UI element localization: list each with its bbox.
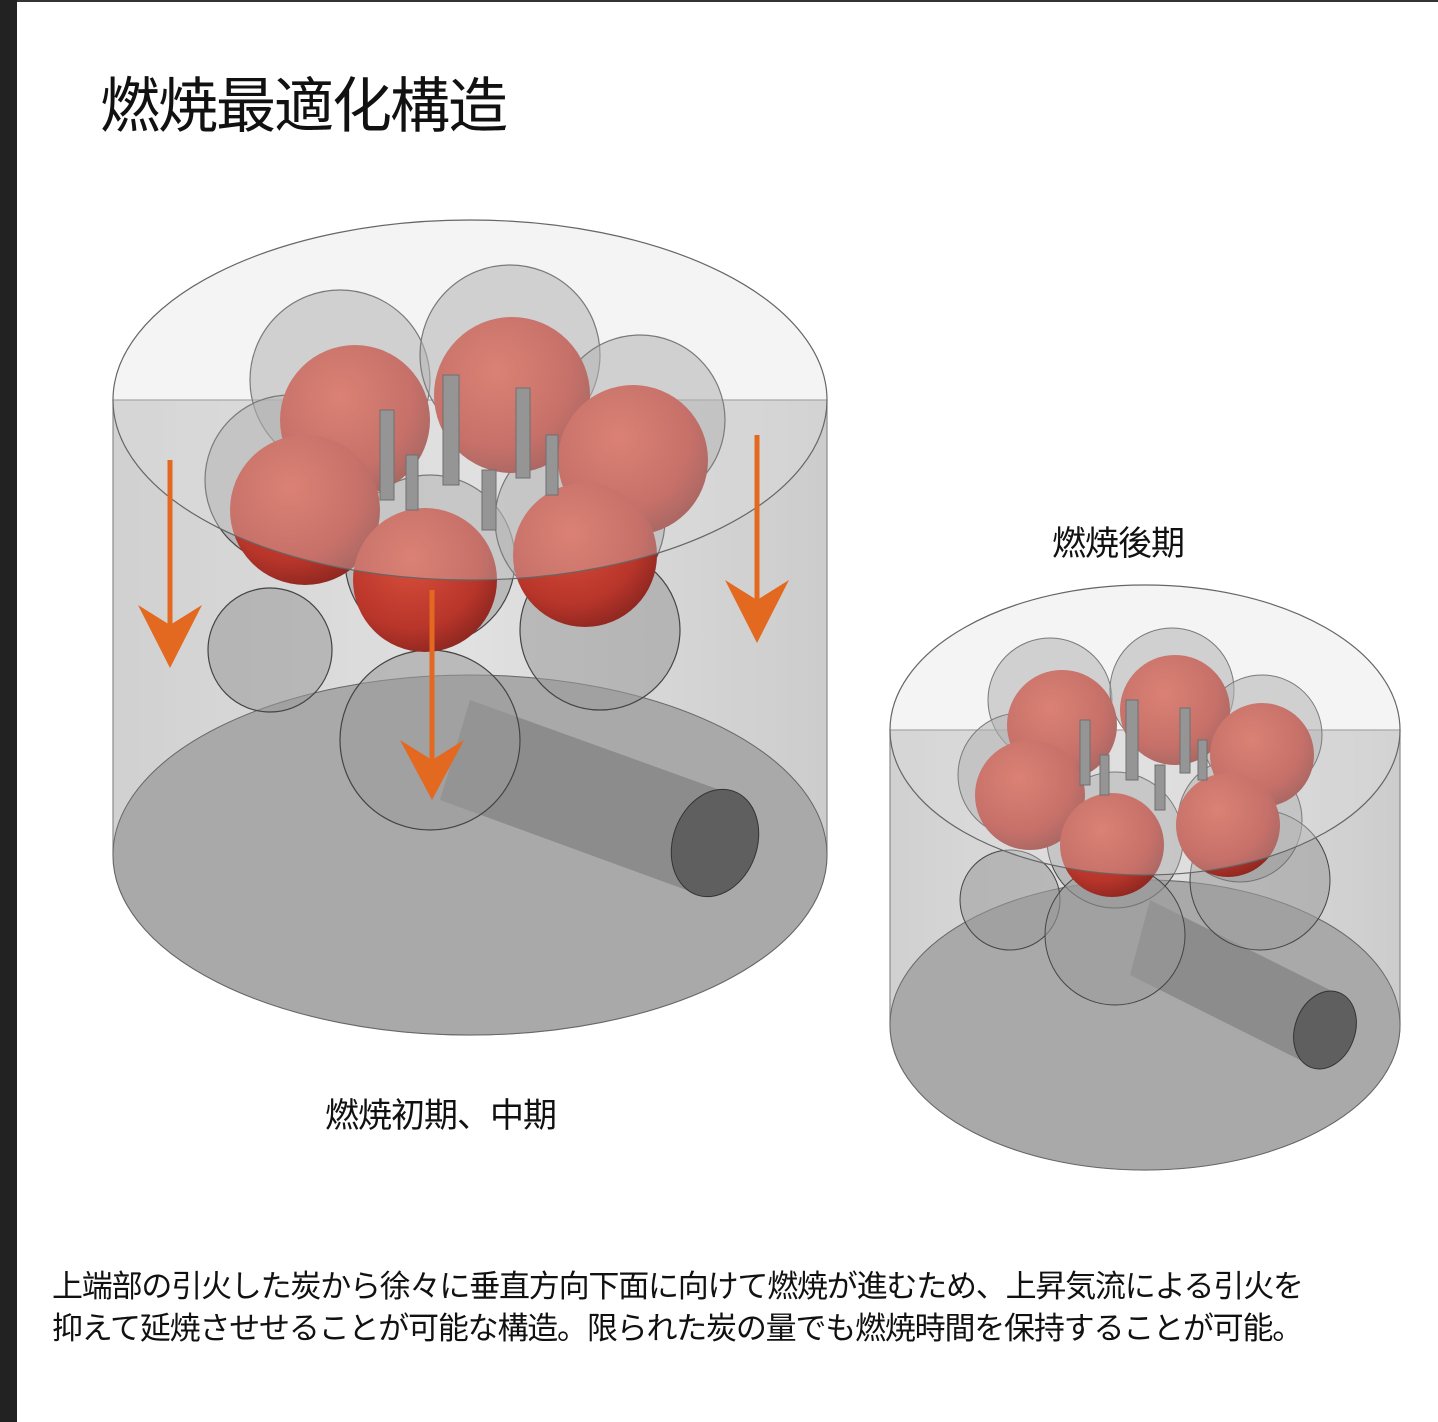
charcoal-balls bbox=[230, 317, 708, 652]
label-early-mid-combustion: 燃焼初期、中期 bbox=[325, 1096, 557, 1136]
label-late-combustion: 燃焼後期 bbox=[1052, 524, 1185, 564]
top-frame-edge bbox=[17, 0, 1438, 2]
center-rods bbox=[379, 374, 559, 531]
page-title: 燃焼最適化構造 bbox=[100, 72, 508, 142]
caption-line-1: 上端部の引火した炭から徐々に垂直方向下面に向けて燃焼が進むため、上昇気流による引… bbox=[52, 1269, 1304, 1305]
left-frame-edge bbox=[0, 0, 17, 1422]
burner-large bbox=[112, 219, 828, 1036]
caption-line-2: 抑えて延焼させせることが可能な構造。限られた炭の量でも燃焼時間を保持することが可… bbox=[52, 1311, 1303, 1347]
description-caption: 上端部の引火した炭から徐々に垂直方向下面に向けて燃焼が進むため、上昇気流による引… bbox=[52, 1266, 1438, 1350]
burner-small bbox=[889, 584, 1401, 1171]
airflow-arrows bbox=[138, 435, 789, 800]
